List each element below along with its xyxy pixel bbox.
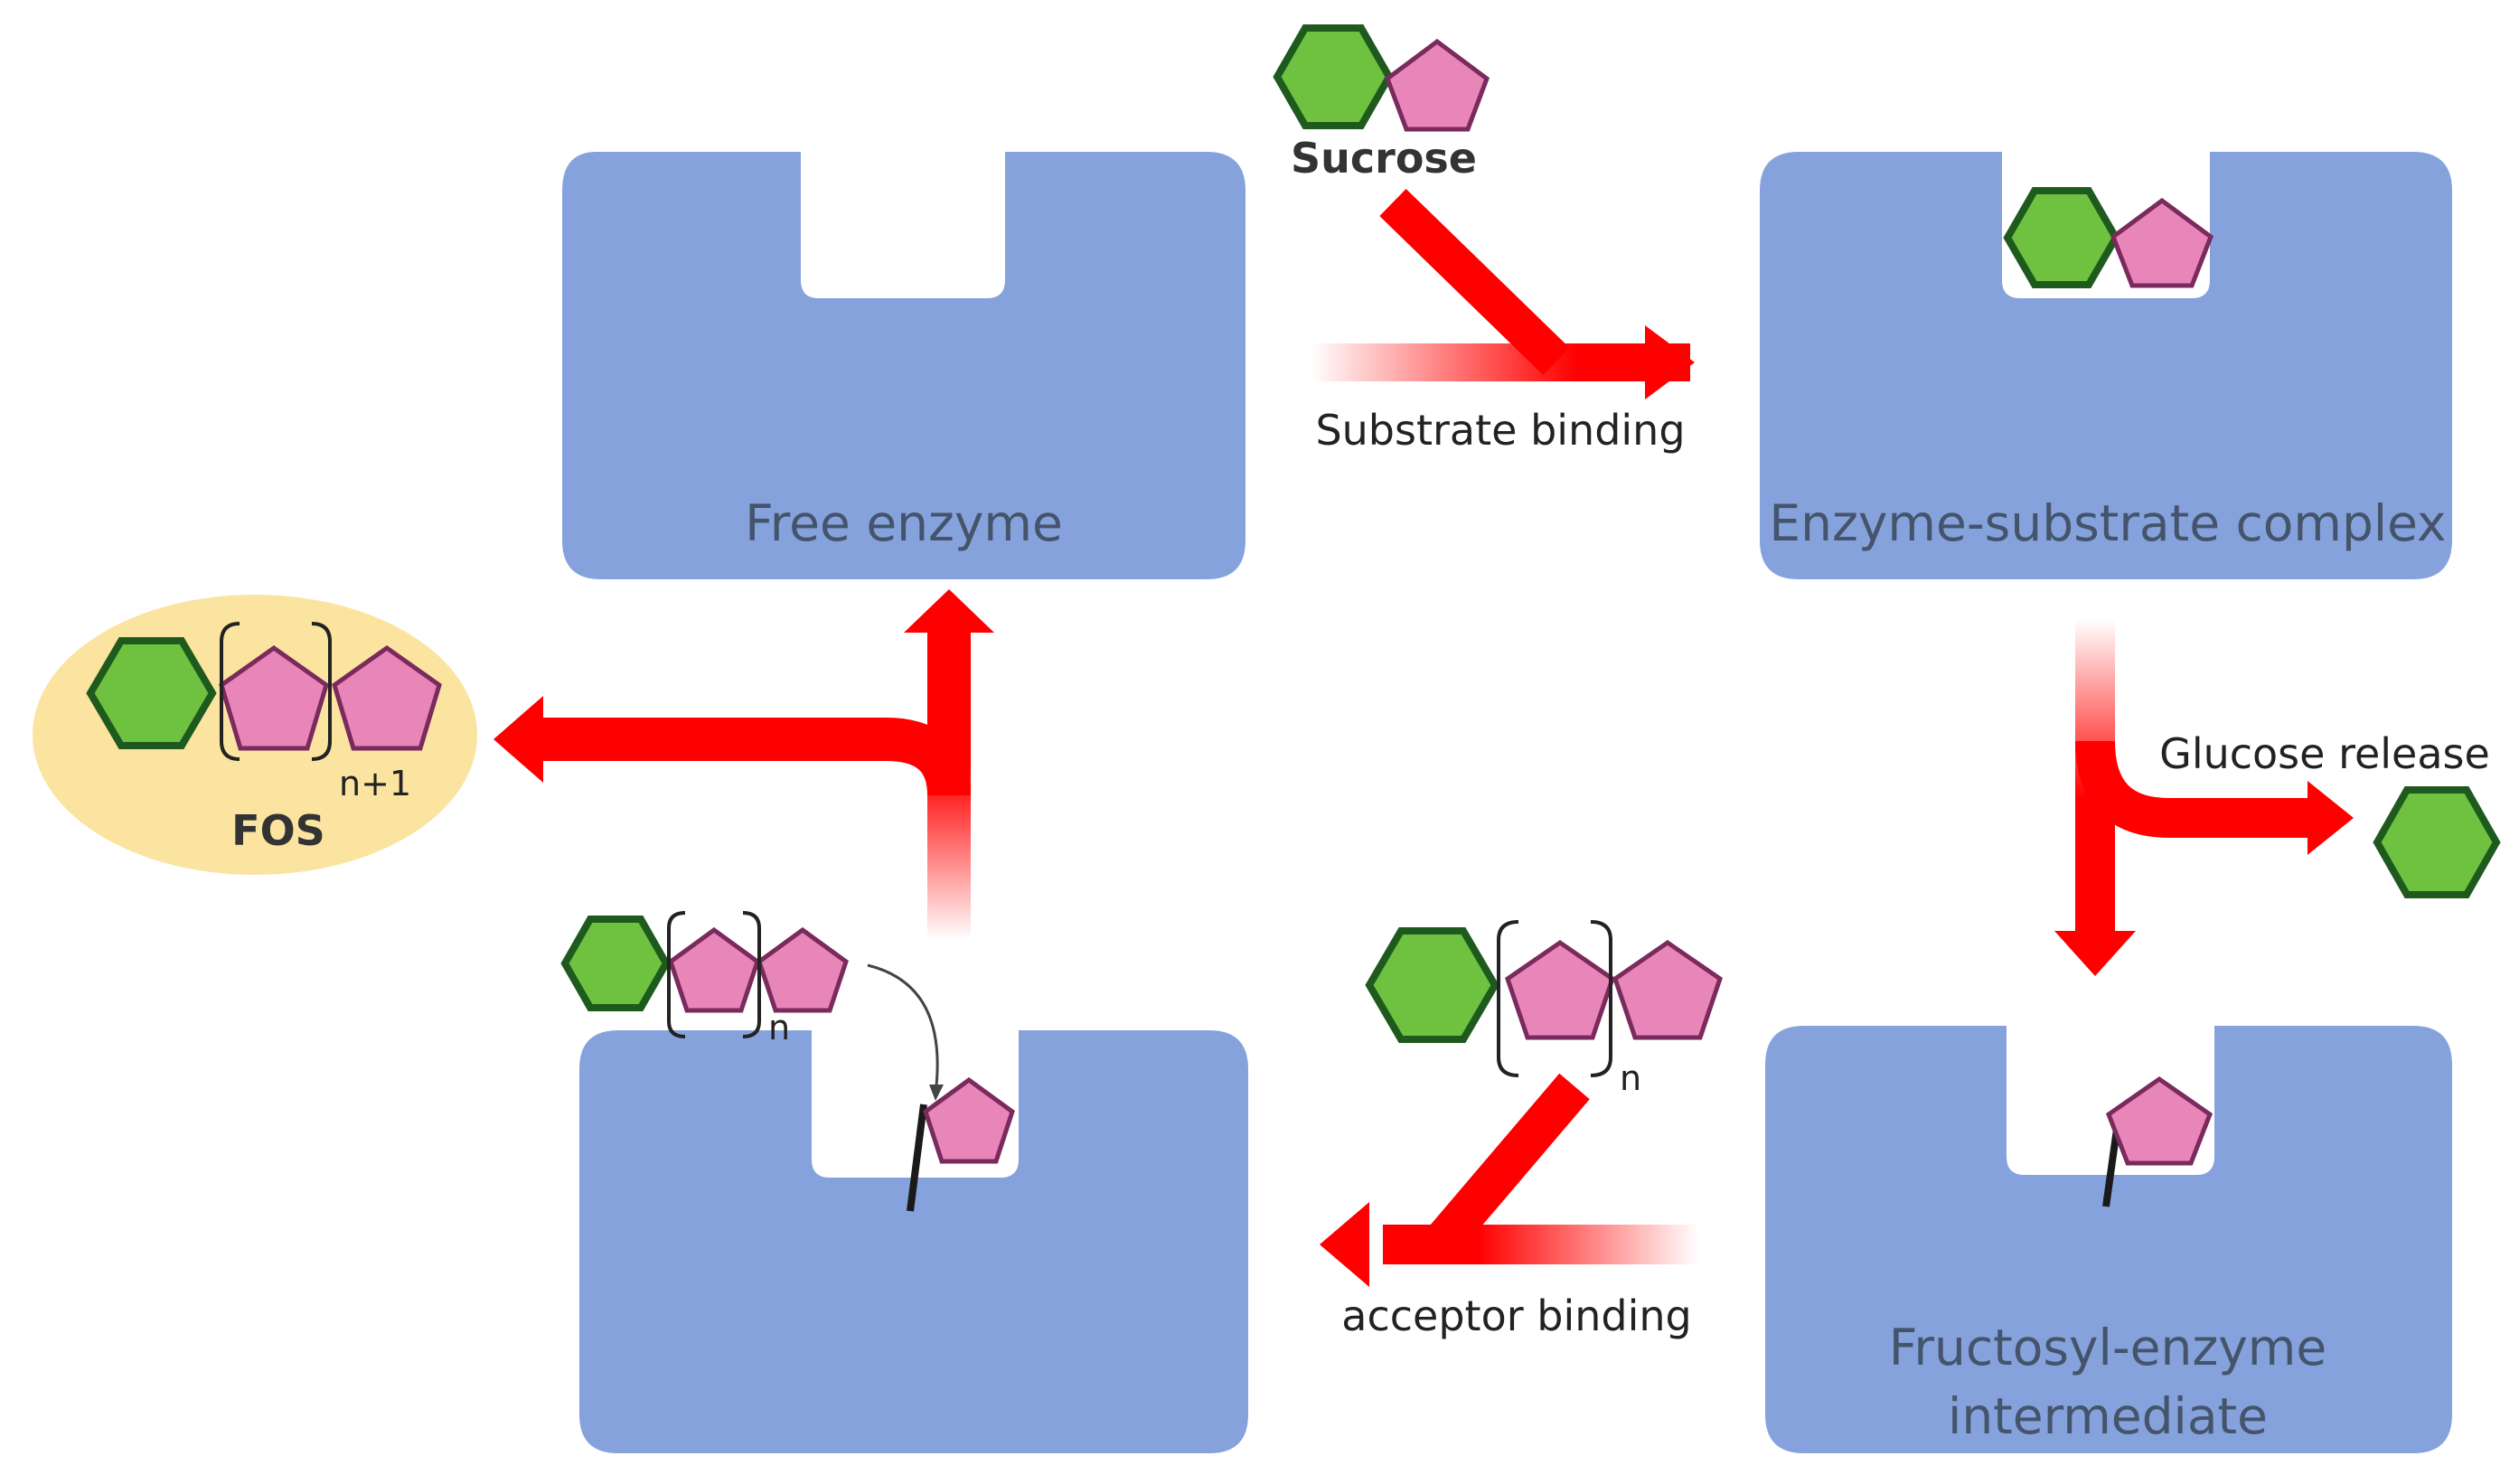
glucose-hexagon-icon <box>1273 24 1394 129</box>
bracket-right <box>742 911 761 1038</box>
substrate-binding-arrow-shaft <box>1311 343 1690 381</box>
acceptor-binding-label: acceptor binding <box>1341 1291 1691 1340</box>
substrate-binding-arrow-branch <box>1379 188 1570 376</box>
fructose-pentagon-icon <box>668 926 760 1013</box>
acceptor-enzyme <box>579 1030 1248 1453</box>
glucose-release-arrow <box>2054 619 2354 976</box>
sucrose-label: Sucrose <box>1291 134 1477 183</box>
glucose-release-down-arrowhead <box>2054 931 2136 976</box>
glucose-release-arrow-branch <box>2075 740 2314 838</box>
glucose-hexagon-icon <box>560 916 671 1011</box>
fructosyl-attachment <box>2102 1075 2214 1207</box>
enzyme-substrate-complex-shape <box>1760 152 2452 579</box>
glucose-hexagon-icon <box>2003 187 2120 288</box>
acceptor-molecule: n <box>1365 920 1723 1098</box>
fructose-pentagon-icon <box>2105 1075 2214 1166</box>
acceptor-attack-subscript: n <box>768 1008 790 1047</box>
fructosyl-enzyme-intermediate: Fructosyl-enzyme intermediate <box>1765 1026 2452 1453</box>
bracket-right <box>311 622 332 761</box>
product-release-arrow <box>493 589 994 940</box>
fructose-pentagon-icon <box>757 926 849 1013</box>
fructosyl-enzyme-label-line1: Fructosyl-enzyme <box>1889 1319 2326 1376</box>
substrate-binding-arrowhead-tip <box>1645 325 1695 399</box>
released-glucose-hexagon-icon <box>2373 786 2501 898</box>
bracket-left <box>220 622 240 761</box>
fructose-pentagon-icon <box>1612 939 1723 1040</box>
fos-release-arrow-branch <box>542 718 971 797</box>
bracket-right <box>1590 920 1612 1077</box>
fructose-pentagon-icon <box>1505 939 1615 1040</box>
acceptor-subscript: n <box>1620 1058 1641 1098</box>
free-enzyme-shape <box>562 152 1245 579</box>
acceptor-binding-arrow-branch <box>1424 1073 1590 1258</box>
acceptor-binding-arrowhead <box>1320 1202 1369 1287</box>
fructose-pentagon-icon <box>1384 38 1490 132</box>
enzyme-substrate-complex-label: Enzyme-substrate complex <box>1769 494 2446 552</box>
fructosyl-enzyme-label-line2: intermediate <box>1948 1387 2268 1445</box>
glucose-hexagon-icon <box>1365 927 1499 1043</box>
fos-subscript: n+1 <box>339 764 411 803</box>
acceptor-enzyme-shape <box>579 1030 1248 1453</box>
return-enzyme-arrowhead <box>904 589 994 633</box>
glucose-hexagon-icon <box>86 637 217 749</box>
fructose-pentagon-icon <box>219 644 329 751</box>
substrate-binding-label: Substrate binding <box>1315 406 1685 455</box>
fos-release-arrowhead <box>493 696 543 783</box>
substrate-binding-arrow <box>1311 188 1690 381</box>
bound-sucrose <box>2003 187 2214 288</box>
bracket-left <box>1497 920 1519 1077</box>
acceptor-attack: n <box>560 911 1015 1212</box>
fructose-pentagon-icon <box>332 644 442 751</box>
glucose-release-label: Glucose release <box>2159 729 2490 778</box>
fructose-pentagon-icon <box>2110 197 2214 288</box>
fructosyl-enzyme-shape <box>1765 1026 2452 1453</box>
sucrose-molecule: Sucrose <box>1273 24 1490 183</box>
glucose-release-arrowhead <box>2308 781 2354 855</box>
bracket-left <box>667 911 686 1038</box>
nucleophilic-attack-arrowhead <box>929 1085 944 1101</box>
fructose-pentagon-icon <box>923 1076 1015 1164</box>
nucleophilic-attack-arrow <box>867 963 939 1094</box>
free-enzyme-label: Free enzyme <box>745 494 1063 552</box>
fos-label: FOS <box>231 806 325 855</box>
covalent-bond-line <box>907 1104 927 1212</box>
free-enzyme: Free enzyme <box>562 152 1245 579</box>
fos-product: n+1 FOS <box>33 595 477 875</box>
acceptor-binding-arrow <box>1320 1073 1699 1287</box>
enzyme-substrate-complex: Enzyme-substrate complex <box>1760 152 2452 579</box>
